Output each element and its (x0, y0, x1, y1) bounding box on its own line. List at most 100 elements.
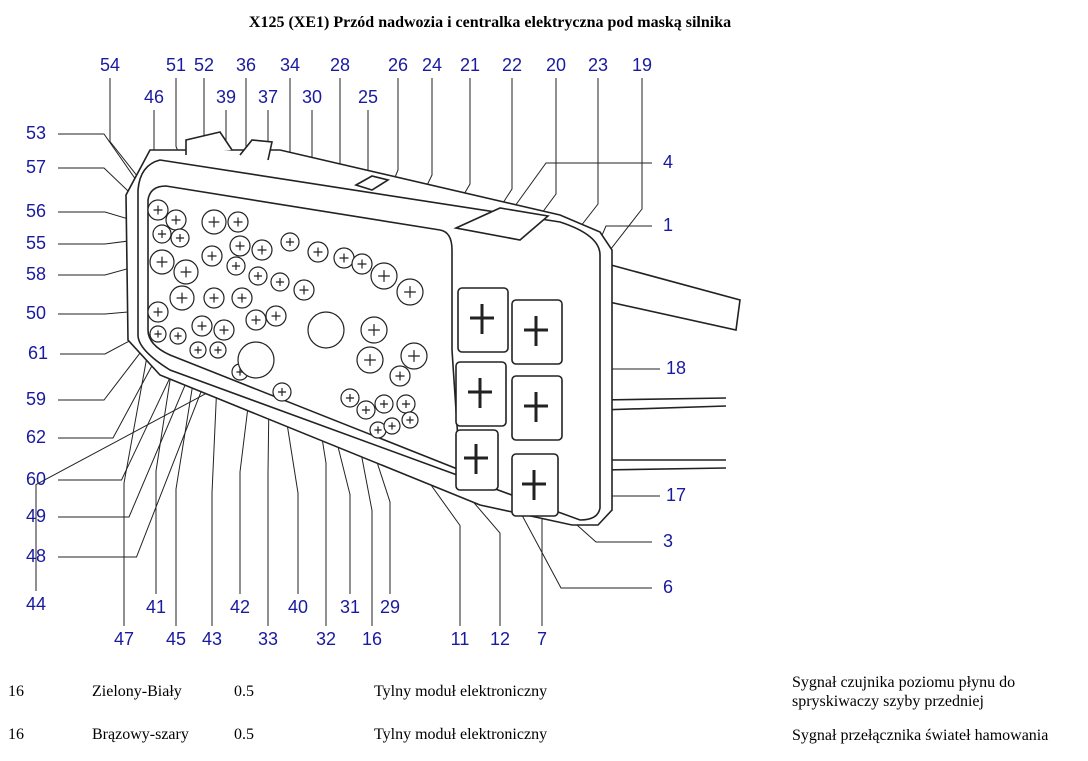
pin-number-28: 28 (330, 55, 350, 75)
pin-number-49: 49 (26, 506, 46, 526)
pin-number-45: 45 (166, 629, 186, 649)
leader-line (58, 349, 201, 518)
pin-cross (209, 293, 219, 303)
pin-cross (313, 247, 323, 257)
pin-number-4: 4 (663, 152, 673, 172)
pin-cross (388, 422, 396, 430)
pin-number-50: 50 (26, 303, 46, 323)
pin-cross (171, 215, 181, 225)
pin-cavity (307, 311, 345, 349)
pin-cross (214, 346, 222, 354)
pin-number-53: 53 (26, 123, 46, 143)
pin-cross (253, 271, 263, 281)
pin-number-32: 32 (316, 629, 336, 649)
pin-number-51: 51 (166, 55, 186, 75)
pin-number-23: 23 (588, 55, 608, 75)
pin-cross (231, 261, 241, 271)
pin-cross (235, 241, 245, 251)
pin-cross (257, 245, 267, 255)
pin-cross (180, 266, 192, 278)
pin-number-16: 16 (362, 629, 382, 649)
terminal-cross (470, 304, 494, 334)
pin-number-20: 20 (546, 55, 566, 75)
pin-number-59: 59 (26, 389, 46, 409)
pin-number-19: 19 (632, 55, 652, 75)
pin-cross (345, 393, 355, 403)
pin-cross (404, 286, 416, 298)
pin-cross (153, 205, 163, 215)
pin-number-29: 29 (380, 597, 400, 617)
pin-number-11: 11 (451, 629, 470, 649)
pin-number-39: 39 (216, 87, 236, 107)
leader-line (58, 339, 151, 401)
pin-cross (379, 399, 389, 409)
pin-number-36: 36 (236, 55, 256, 75)
pin-cross (361, 405, 371, 415)
pin-cross (251, 315, 261, 325)
pin-number-62: 62 (26, 427, 46, 447)
pin-cross (233, 217, 243, 227)
pin-cross (277, 387, 287, 397)
pin-cross (357, 259, 367, 269)
pin-cross (364, 354, 376, 366)
pin-number-48: 48 (26, 546, 46, 566)
pin-number-31: 31 (340, 597, 360, 617)
pin-cross (219, 325, 229, 335)
pin-number-40: 40 (288, 597, 308, 617)
leader-line (35, 377, 236, 591)
pin-number-6: 6 (663, 577, 673, 597)
pin-number-22: 22 (502, 55, 522, 75)
pin-cross (207, 251, 217, 261)
terminal-cross (522, 470, 546, 500)
leader-line (175, 351, 199, 626)
pin-cross (378, 270, 390, 282)
pin-cross (408, 350, 420, 362)
pin-cross (299, 285, 309, 295)
leader-line (123, 339, 151, 626)
pin-number-26: 26 (388, 55, 408, 75)
pin-cross (339, 253, 349, 263)
pin-number-54: 54 (100, 55, 120, 75)
terminal-cross (468, 378, 492, 408)
row-pin: 16 (8, 726, 24, 743)
pin-number-60: 60 (26, 469, 46, 489)
terminal-cross (524, 316, 548, 346)
row-wire-color: Zielony-Biały (92, 683, 182, 700)
pin-number-3: 3 (663, 531, 673, 551)
pin-number-37: 37 (258, 87, 278, 107)
pin-cross (368, 324, 380, 336)
row-wire-color: Brązowy-szary (92, 726, 189, 743)
pin-cross (197, 321, 207, 331)
pin-number-24: 24 (422, 55, 442, 75)
pin-cross (156, 256, 168, 268)
pin-cross (374, 426, 382, 434)
pin-number-7: 7 (537, 629, 547, 649)
pin-cross (275, 277, 285, 287)
pin-number-55: 55 (26, 233, 46, 253)
diagram-title: X125 (XE1) Przód nadwozia i centralka el… (248, 14, 732, 31)
pin-cross (175, 233, 185, 243)
pin-number-42: 42 (230, 597, 250, 617)
pin-number-17: 17 (666, 485, 686, 505)
pin-number-41: 41 (146, 597, 166, 617)
row-wire-size: 0.5 (234, 726, 254, 743)
leader-line (58, 335, 169, 439)
pin-number-25: 25 (358, 87, 378, 107)
terminal-cross (464, 444, 488, 474)
row-pin: 16 (8, 683, 24, 700)
pin-cross (395, 371, 405, 381)
pin-number-34: 34 (280, 55, 300, 75)
pin-number-21: 21 (460, 55, 480, 75)
pin-number-43: 43 (202, 629, 222, 649)
pin-cross (153, 307, 163, 317)
pin-number-33: 33 (258, 629, 278, 649)
pin-number-47: 47 (114, 629, 134, 649)
row-wire-size: 0.5 (234, 683, 254, 700)
pin-number-1: 1 (663, 215, 673, 235)
row-module: Tylny moduł elektroniczny (374, 726, 548, 743)
pin-number-30: 30 (302, 87, 322, 107)
pin-cross (285, 237, 295, 247)
pin-cross (406, 416, 414, 424)
pin-cavities (147, 199, 548, 500)
